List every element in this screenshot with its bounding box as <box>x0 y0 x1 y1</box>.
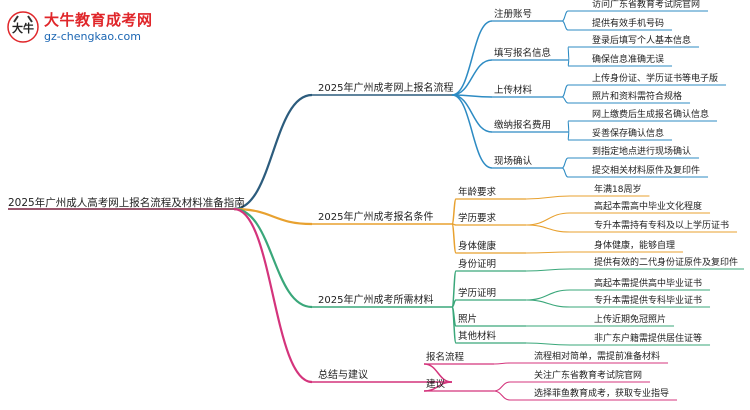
subtopic-label-0-3: 缴纳报名费用 <box>494 119 551 131</box>
leaf-connector <box>493 381 511 392</box>
leaf-connector <box>525 268 571 272</box>
leaf-label-0-4-0: 到指定地点进行现场确认 <box>592 145 691 157</box>
leaf-label-3-0-0: 流程相对简单，需提前准备材料 <box>534 350 660 362</box>
leaf-label-0-2-1: 照片和资料需符合规格 <box>592 90 682 102</box>
subtopic-label-3-1: 建议 <box>426 378 446 390</box>
subtopic-label-3-0: 报名流程 <box>426 351 465 363</box>
leaf-connector <box>561 84 569 98</box>
leaf-connector <box>525 212 571 226</box>
leaf-connector <box>493 390 511 401</box>
leaf-label-0-0-1: 提供有效手机号码 <box>592 17 664 29</box>
leaf-label-2-0-0: 提供有效的二代身份证原件及复印件 <box>594 256 738 268</box>
leaf-connector <box>525 251 571 254</box>
subtopic-connector <box>451 94 493 169</box>
leaf-connector <box>493 362 511 365</box>
leaf-label-0-0-0: 访问广东省教育考试院官网 <box>592 0 700 10</box>
leaf-label-3-1-0: 关注广东省教育考试院官网 <box>534 369 642 381</box>
subtopic-connector <box>451 198 457 225</box>
subtopic-label-1-2: 身体健康 <box>458 240 497 252</box>
leaf-connector <box>561 157 569 169</box>
subtopic-connector <box>451 306 457 344</box>
leaf-label-1-1-0: 高起本需高中毕业文化程度 <box>594 200 702 212</box>
leaf-label-0-1-0: 登录后填写个人基本信息 <box>592 34 691 46</box>
leaf-label-2-1-0: 高起本需提供高中毕业证书 <box>594 277 702 289</box>
leaf-label-2-2-0: 上传近期免冠照片 <box>594 313 666 325</box>
subtopic-label-2-0: 身份证明 <box>458 258 496 270</box>
leaf-label-0-2-0: 上传身份证、学历证书等电子版 <box>592 72 718 84</box>
branch-label-0: 2025年广州成考网上报名流程 <box>318 81 453 94</box>
mind-map-nodes: 2025年广州成人高考网上报名流程及材料准备指南 2025年广州成考网上报名流程 注… <box>8 0 738 399</box>
leaf-connector <box>561 10 569 22</box>
logo-title: 大牛教育成考网 <box>44 11 153 29</box>
leaf-label-3-1-1: 选择菲鱼教育成考，获取专业指导 <box>534 387 669 399</box>
site-logo: 大牛 大牛教育成考网 gz-chengkao.com <box>6 8 156 50</box>
subtopic-connector <box>451 20 493 96</box>
leaf-connector <box>525 195 571 200</box>
logo-url: gz-chengkao.com <box>44 30 141 43</box>
leaf-label-1-0-0: 年满18周岁 <box>594 183 641 195</box>
subtopic-connector <box>451 94 493 133</box>
leaf-connector <box>561 20 569 31</box>
leaf-label-0-1-1: 确保信息准确无误 <box>592 53 664 65</box>
branch-label-3: 总结与建议 <box>318 368 368 381</box>
branch-connector <box>233 207 313 384</box>
subtopic-label-0-0: 注册账号 <box>494 8 532 20</box>
branch-label-2: 2025年广州成考所需材料 <box>318 293 433 306</box>
leaf-connector <box>561 96 569 104</box>
subtopic-connector <box>451 223 457 254</box>
leaf-connector <box>567 46 570 61</box>
connector-lines <box>8 10 744 401</box>
leaf-label-0-3-1: 妥善保存确认信息 <box>592 127 664 139</box>
branch-connector <box>233 207 313 226</box>
leaf-connector <box>525 224 571 233</box>
leaf-connector <box>525 342 571 346</box>
logo-mascot-icon: 大牛 <box>7 11 39 43</box>
leaf-connector <box>525 299 571 308</box>
leaf-label-2-1-1: 专升本需提供专科毕业证书 <box>594 294 702 306</box>
leaf-connector <box>567 131 570 141</box>
leaf-label-1-2-0: 身体健康，能够自理 <box>594 239 675 251</box>
leaf-label-1-1-1: 专升本需持有专科及以上学历证书 <box>594 219 729 231</box>
svg-text:大牛: 大牛 <box>12 21 34 35</box>
subtopic-label-0-1: 填写报名信息 <box>494 47 551 59</box>
subtopic-label-1-0: 年龄要求 <box>458 186 497 198</box>
branch-connector <box>233 93 313 211</box>
subtopic-label-2-2: 照片 <box>458 313 477 325</box>
subtopic-label-0-2: 上传材料 <box>494 84 533 96</box>
branch-label-1: 2025年广州成考报名条件 <box>318 210 433 223</box>
subtopic-label-1-1: 学历要求 <box>458 212 497 224</box>
leaf-connector <box>561 167 569 178</box>
leaf-label-0-3-0: 网上缴费后生成报名确认信息 <box>592 108 709 120</box>
subtopic-label-0-4: 现场确认 <box>494 155 533 167</box>
subtopic-label-2-3: 其他材料 <box>458 330 497 342</box>
subtopic-label-2-1: 学历证明 <box>458 287 496 299</box>
leaf-label-0-4-1: 提交相关材料原件及复印件 <box>592 164 700 176</box>
leaf-connector <box>567 59 570 67</box>
subtopic-connector <box>451 59 493 96</box>
root-node-label: 2025年广州成人高考网上报名流程及材料准备指南 <box>8 196 245 209</box>
branch-connector <box>233 207 313 309</box>
leaf-connector <box>567 120 570 133</box>
leaf-label-2-3-0: 非广东户籍需提供居住证等 <box>594 332 702 344</box>
leaf-connector <box>525 289 571 301</box>
